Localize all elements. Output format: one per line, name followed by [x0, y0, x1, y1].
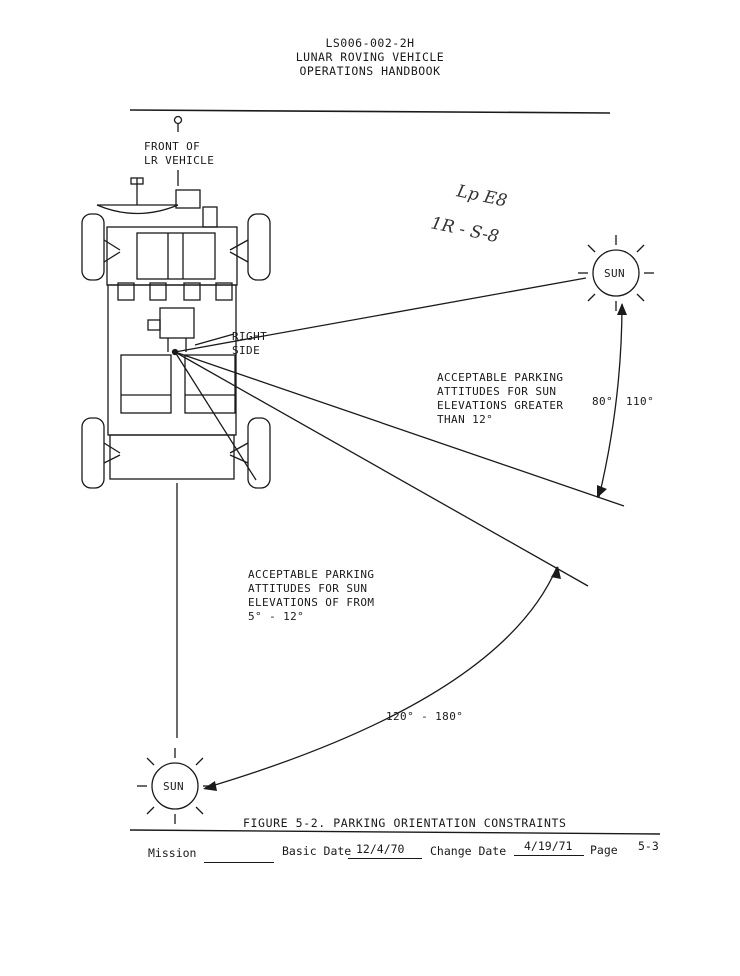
arrowhead-icon [617, 303, 627, 315]
mission-fill-line [204, 862, 274, 863]
rover-rear-chassis [109, 434, 235, 480]
page-label: Page [590, 843, 618, 857]
zone-low-label-line-2: ATTITUDES FOR SUN [248, 582, 367, 595]
rover-front-chassis [106, 226, 238, 286]
rover-vehicle [81, 177, 271, 489]
rover-wheel-rear-left [81, 417, 105, 489]
ray-to-upper-sun [174, 277, 587, 353]
angle-label-80: 80° [592, 395, 613, 408]
zone-high-label-line-1: ACCEPTABLE PARKING [437, 371, 563, 384]
lower-sun-label: SUN [163, 780, 184, 793]
ray-180-deg-boundary [174, 351, 257, 481]
top-rule [129, 109, 611, 114]
rover-wheel-front-right [247, 213, 271, 281]
rover-seat-left [120, 354, 172, 414]
rover-control-console [159, 307, 195, 339]
zone-high-label-line-3: ELEVATIONS GREATER [437, 399, 563, 412]
change-date-value: 4/19/71 [524, 839, 573, 853]
front-marker [173, 115, 183, 125]
ray-80-deg-boundary [174, 351, 625, 507]
change-date-fill-line [514, 855, 584, 856]
arrowhead-icon [551, 566, 561, 579]
document-title: LUNAR ROVING VEHICLE [295, 50, 445, 64]
basic-date-fill-line [348, 858, 422, 859]
rover-antenna-dish [96, 204, 179, 215]
zone-low-label-line-4: 5° - 12° [248, 610, 304, 623]
mission-label: Mission [148, 846, 197, 860]
document-number: LS006-002-2H [325, 36, 415, 50]
change-date-label: Change Date [430, 844, 507, 858]
upper-sun-icon [578, 235, 654, 311]
angle-arc-low [204, 566, 558, 789]
rover-wheel-rear-right [247, 417, 271, 489]
front-label-line-2: LR VEHICLE [144, 154, 214, 167]
front-label-line-1: FRONT OF [144, 140, 200, 153]
figure-caption: FIGURE 5-2. PARKING ORIENTATION CONSTRAI… [243, 816, 567, 830]
arrowhead-icon [203, 781, 217, 791]
document-footer: Mission Basic Date 12/4/70 Change Date 4… [148, 839, 688, 870]
angle-label-110: 110° [626, 395, 654, 408]
handwritten-note-line-1: Lp E8 [454, 181, 509, 211]
basic-date-label: Basic Date [282, 844, 352, 858]
upper-sun-label: SUN [604, 267, 625, 280]
caption-rule [129, 829, 661, 835]
zone-low-label-line-3: ELEVATIONS OF FROM [248, 596, 374, 609]
document-subtitle: OPERATIONS HANDBOOK [299, 64, 441, 78]
rover-seat-right [184, 354, 236, 414]
angle-label-120-180: 120° - 180° [386, 710, 463, 723]
handwritten-note-line-2: 1R - S-8 [429, 213, 501, 247]
zone-high-label-line-4: THAN 12° [437, 413, 493, 426]
right-side-label-line-1: RIGHT [232, 330, 267, 343]
lower-sun-icon [137, 748, 213, 824]
zone-high-label-line-2: ATTITUDES FOR SUN [437, 385, 556, 398]
rover-wheel-front-left [81, 213, 105, 281]
document-header: LS006-002-2H LUNAR ROVING VEHICLE OPERAT… [0, 36, 740, 78]
basic-date-value: 12/4/70 [356, 842, 405, 856]
arrowhead-icon [597, 485, 607, 498]
angle-arc-high [598, 303, 623, 498]
ray-120-deg-boundary [174, 351, 589, 587]
right-side-label-line-2: SIDE [232, 344, 260, 357]
right-side-leader [194, 333, 235, 346]
page-number: 5-3 [638, 839, 659, 853]
zone-low-label-line-1: ACCEPTABLE PARKING [248, 568, 374, 581]
